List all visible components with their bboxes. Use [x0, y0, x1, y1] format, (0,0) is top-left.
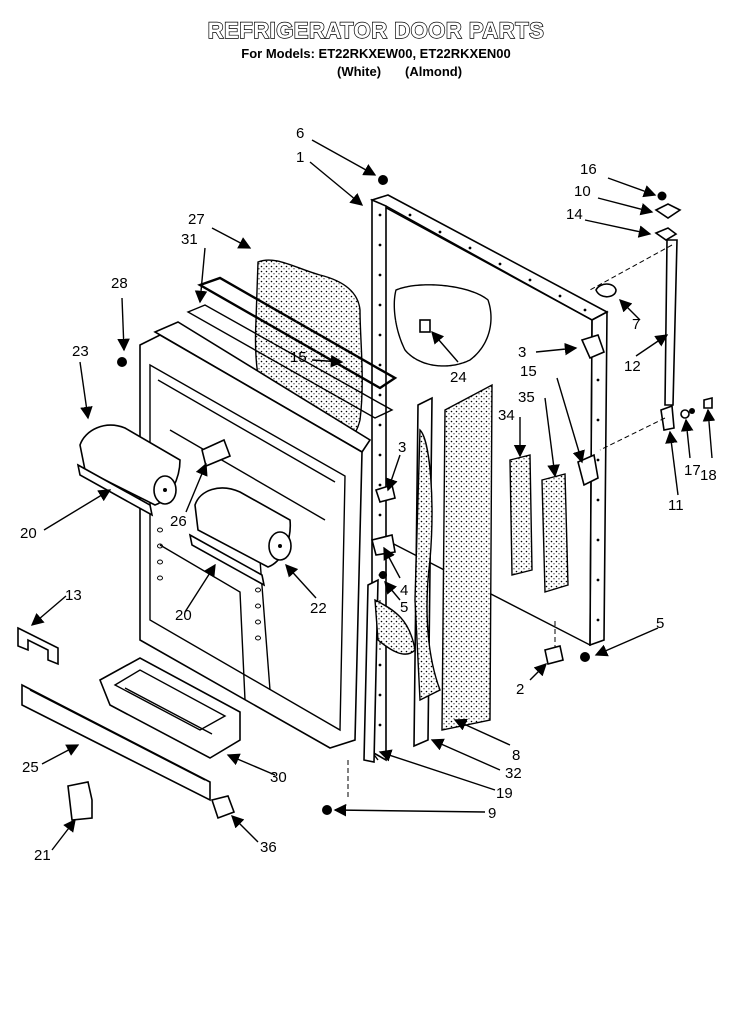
label-25: 25 [22, 759, 39, 776]
label-3a: 3 [518, 344, 526, 361]
bottom-screw [580, 652, 590, 662]
breaker-screw [322, 805, 332, 815]
bottom-bin [98, 657, 241, 759]
label-27: 27 [188, 211, 205, 228]
door-bin-upper [76, 424, 181, 517]
label-12: 12 [624, 358, 641, 375]
gasket-strip [186, 304, 394, 419]
label-20b: 20 [175, 607, 192, 624]
label-1: 1 [296, 149, 304, 166]
foam-spacer-35 [541, 473, 569, 593]
mount-screw [379, 571, 387, 579]
door-stop [544, 645, 564, 665]
label-31: 31 [181, 231, 198, 248]
label-19: 19 [496, 785, 513, 802]
hinge-bushing [654, 227, 678, 241]
end-cap-right [210, 795, 236, 820]
hinge-top-plate [654, 203, 682, 219]
hinge-rod [664, 239, 678, 406]
label-6: 6 [296, 125, 304, 142]
foam-patch [374, 598, 416, 655]
label-4: 4 [400, 582, 408, 599]
label-8: 8 [512, 747, 520, 764]
shelf-screw [117, 357, 127, 367]
door-bin-lower [188, 487, 292, 587]
page-title: REFRIGERATOR DOOR PARTS [207, 17, 545, 43]
washer [680, 409, 690, 419]
label-18: 18 [700, 467, 717, 484]
lower-hinge [660, 404, 675, 431]
label-32: 32 [505, 765, 522, 782]
bin-clip [201, 438, 232, 468]
end-cap-left [67, 781, 93, 821]
foam-spacer-34 [509, 454, 533, 576]
hinge-cap [703, 396, 713, 409]
label-7: 7 [632, 316, 640, 333]
foam-strip [414, 428, 441, 702]
label-15a: 15 [290, 349, 307, 366]
shelf-bracket [17, 626, 59, 666]
hinge-screw [657, 191, 667, 201]
plug-button [595, 283, 617, 298]
label-16: 16 [580, 161, 597, 178]
label-20a: 20 [20, 525, 37, 542]
label-30: 30 [270, 769, 287, 786]
top-screw [378, 175, 388, 185]
label-14: 14 [566, 206, 583, 223]
label-35: 35 [518, 389, 535, 406]
label-5a: 5 [400, 599, 408, 616]
label-36: 36 [260, 839, 277, 856]
label-5b: 5 [656, 615, 664, 632]
hinge-bracket-top [580, 334, 606, 360]
label-28: 28 [111, 275, 128, 292]
door-gasket-top [197, 276, 398, 390]
label-24: 24 [450, 369, 467, 386]
label-3b: 3 [398, 439, 406, 456]
label-9: 9 [488, 805, 496, 822]
label-13: 13 [65, 587, 82, 604]
models-line: For Models: ET22RKXEW00, ET22RKXEN00 [241, 46, 511, 61]
label-15b: 15 [520, 363, 537, 380]
hinge-nut [689, 408, 695, 414]
color-almond-label: (Almond) [405, 64, 463, 79]
label-22: 22 [310, 600, 327, 617]
foam-insulation-side [441, 383, 493, 731]
label-26: 26 [170, 513, 187, 530]
label-11: 11 [668, 497, 684, 514]
breaker-strip [363, 578, 379, 763]
label-2: 2 [516, 681, 524, 698]
label-23: 23 [72, 343, 89, 360]
label-17: 17 [684, 462, 701, 479]
color-white-label: (White) [337, 64, 382, 79]
label-21: 21 [34, 847, 51, 864]
label-10: 10 [574, 183, 591, 200]
label-34: 34 [498, 407, 515, 424]
